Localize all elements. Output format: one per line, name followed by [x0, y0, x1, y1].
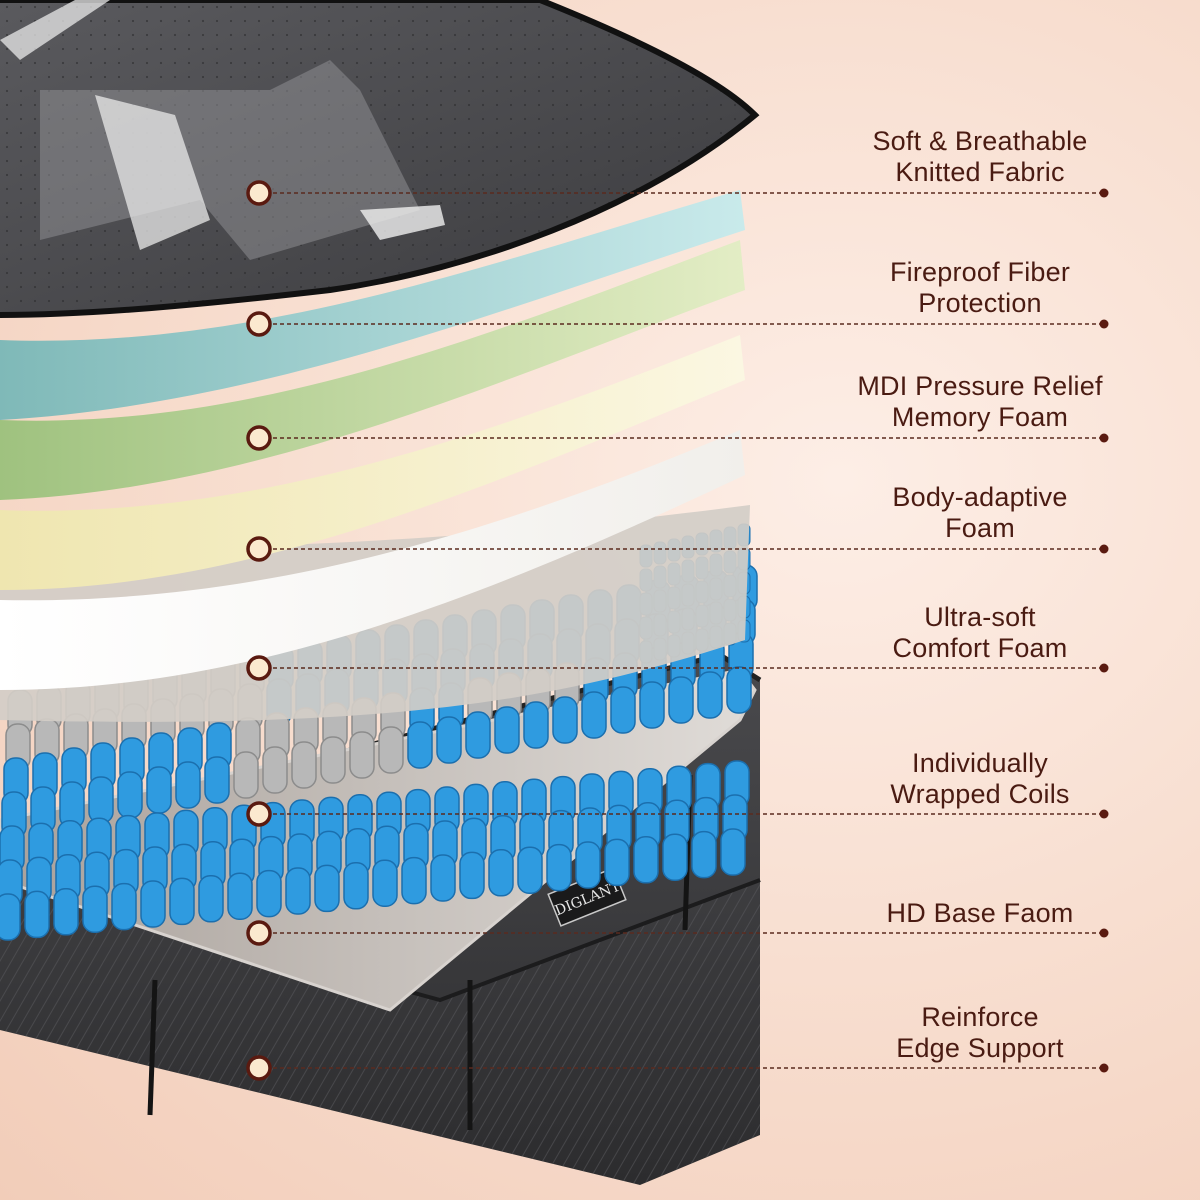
leader-end-dot: [1099, 188, 1109, 198]
coil-spring: [488, 849, 514, 897]
coil-spring: [465, 711, 491, 759]
coil-spring: [517, 846, 543, 894]
coil-spring: [111, 882, 137, 931]
leader-end-dot: [1099, 663, 1109, 673]
coil-spring: [256, 869, 282, 918]
coil-spring: [372, 859, 398, 907]
coil-spring: [581, 691, 607, 739]
layer-marker: [246, 920, 272, 946]
coil-spring: [430, 854, 456, 902]
layer-marker: [246, 311, 272, 337]
coil-spring: [349, 731, 375, 779]
coil-spring: [459, 851, 485, 900]
fireproof-fiber-layer: [0, 190, 745, 420]
layer-marker: [246, 536, 272, 562]
coil-spring: [140, 880, 166, 928]
coil-spring: [0, 893, 21, 941]
coil-spring: [691, 830, 717, 879]
coil-spring: [314, 864, 340, 913]
coil-spring: [146, 766, 172, 814]
layer-markers: [246, 180, 272, 1081]
layer-marker: [246, 801, 272, 827]
label-hd-base-foam: HD Base Faom: [886, 898, 1074, 928]
coil-spring: [552, 696, 578, 744]
coil-spring: [24, 890, 50, 939]
coil-spring: [575, 841, 601, 889]
coil-spring: [668, 676, 694, 724]
coil-spring: [494, 706, 520, 754]
label-wrapped-coils: Individually Wrapped Coils: [890, 748, 1070, 809]
coil-spring: [285, 867, 311, 915]
coil-spring: [726, 666, 752, 714]
coil-spring: [227, 872, 253, 920]
coil-spring: [53, 888, 79, 936]
knitted-fabric-cover: [0, 0, 760, 318]
coil-spring: [697, 671, 723, 719]
coil-spring: [401, 856, 427, 905]
leader-end-dot: [1099, 928, 1109, 938]
leader-lines: [273, 188, 1109, 1073]
coil-spring: [610, 686, 636, 734]
coil-spring: [720, 828, 746, 876]
coil-spring: [662, 833, 688, 881]
coil-spring: [175, 761, 201, 809]
coil-spring: [546, 843, 572, 892]
coil-spring: [436, 716, 462, 764]
coil-spring: [204, 756, 230, 804]
layer-marker: [246, 655, 272, 681]
label-knitted-fabric: Soft & Breathable Knitted Fabric: [872, 126, 1088, 187]
coil-spring: [198, 875, 224, 923]
leader-end-dot: [1099, 809, 1109, 819]
coil-spring: [233, 751, 259, 799]
memory-foam-layer: [0, 240, 745, 500]
coil-spring: [639, 681, 665, 729]
body-adaptive-foam-layer: [0, 335, 745, 590]
label-fireproof-fiber: Fireproof Fiber Protection: [889, 257, 1071, 318]
layer-marker: [246, 180, 272, 206]
layer-marker: [246, 1055, 272, 1081]
label-memory-foam: MDI Pressure Relief Memory Foam: [857, 371, 1103, 432]
coil-spring: [117, 771, 143, 819]
leader-end-dot: [1099, 544, 1109, 554]
ultra-soft-foam-layer: [0, 430, 745, 690]
coil-spring: [378, 726, 404, 774]
coil-spring: [262, 746, 288, 794]
leader-end-dot: [1099, 1063, 1109, 1073]
coil-spring: [604, 838, 630, 887]
coil-spring: [169, 877, 195, 926]
label-comfort-foam: Ultra-soft Comfort Foam: [892, 602, 1068, 663]
coil-spring: [633, 836, 659, 884]
coil-spring: [407, 721, 433, 769]
coil-spring: [523, 701, 549, 749]
coil-spring: [320, 736, 346, 784]
coil-spring: [82, 885, 108, 933]
coil-spring: [343, 862, 369, 910]
leader-end-dot: [1099, 433, 1109, 443]
label-edge-support: Reinforce Edge Support: [896, 1002, 1064, 1063]
coil-spring: [291, 741, 317, 789]
leader-end-dot: [1099, 319, 1109, 329]
coil-spring: [88, 776, 114, 824]
layer-marker: [246, 425, 272, 451]
label-body-adaptive-foam: Body-adaptive Foam: [892, 482, 1068, 543]
